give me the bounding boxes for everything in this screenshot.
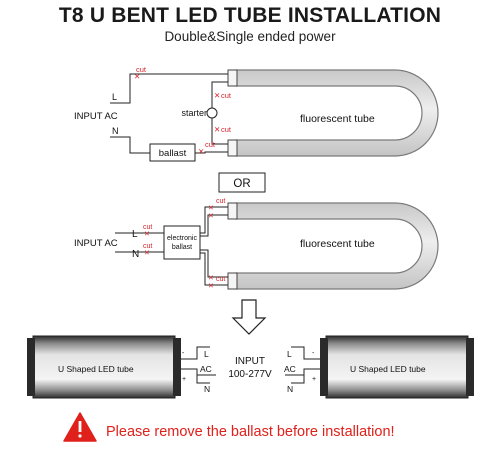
- live-label-left: L: [204, 349, 209, 359]
- cut-marks-1: cut ✕ cut ✕ cut ✕ cut ✕: [134, 65, 232, 156]
- diagram-magnetic-ballast: fluorescent tube balla: [74, 65, 439, 162]
- svg-text:✕: ✕: [144, 250, 150, 257]
- warning-banner: Please remove the ballast before install…: [63, 412, 395, 442]
- led-tube-right: U Shaped LED tube: [311, 335, 474, 399]
- tube-end-cap: [227, 272, 238, 290]
- ballast-line1: electronic: [167, 235, 197, 242]
- minus-label: -: [312, 350, 315, 357]
- neutral-label-2: N: [132, 249, 139, 260]
- live-label-right: L: [287, 349, 292, 359]
- ballast-label: ballast: [159, 148, 187, 159]
- tube-end-cap: [227, 202, 238, 220]
- input-ac-label-2: INPUT AC: [74, 238, 118, 249]
- input-label: INPUT: [235, 356, 265, 367]
- neutral-label-left: N: [204, 384, 210, 394]
- svg-text:✕: ✕: [214, 125, 220, 134]
- tube-label-1: fluorescent tube: [300, 113, 375, 125]
- starter-label: starter: [181, 108, 207, 118]
- neutral-label-1: N: [112, 126, 119, 136]
- electronic-ballast-box: [163, 225, 201, 260]
- cut-label: cut: [216, 276, 225, 283]
- svg-text:✕: ✕: [208, 213, 214, 220]
- svg-text:✕: ✕: [198, 147, 204, 156]
- diagram-electronic-ballast: fluorescent tube electronic ballast INPU…: [74, 198, 439, 290]
- live-label-1: L: [112, 92, 117, 102]
- tube-end-cap: [227, 69, 238, 87]
- ballast-box: [149, 143, 196, 162]
- ballast-line2: ballast: [172, 244, 192, 251]
- cut-label: cut: [221, 125, 232, 134]
- svg-text:✕: ✕: [208, 275, 214, 282]
- down-arrow-icon: [231, 299, 267, 335]
- u-tube-1: [235, 69, 439, 157]
- cut-label: cut: [205, 140, 216, 149]
- svg-text:✕: ✕: [208, 283, 214, 290]
- or-label: OR: [233, 178, 250, 190]
- left-tube-label: U Shaped LED tube: [58, 364, 134, 374]
- plus-label: +: [312, 376, 316, 383]
- svg-text:✕: ✕: [208, 205, 214, 212]
- warning-text: Please remove the ballast before install…: [106, 424, 395, 440]
- or-divider: OR: [218, 172, 266, 193]
- input-ac-label-1: INPUT AC: [74, 111, 118, 122]
- cut-label: cut: [221, 91, 232, 100]
- cut-label: cut: [136, 65, 147, 74]
- starter-icon: [206, 107, 218, 119]
- u-tube-2: [235, 202, 439, 290]
- minus-label: -: [182, 350, 185, 357]
- header: T8 U BENT LED TUBE INSTALLATION Double&S…: [0, 0, 500, 48]
- led-tube-left: U Shaped LED tube: [27, 335, 190, 399]
- tube-label-2: fluorescent tube: [300, 238, 375, 250]
- neutral-label-right: N: [287, 384, 293, 394]
- tube-end-cap: [227, 139, 238, 157]
- svg-text:✕: ✕: [134, 72, 140, 81]
- voltage-label: 100-277V: [228, 369, 272, 380]
- cut-label: cut: [216, 198, 225, 205]
- cut-label: cut: [143, 224, 152, 231]
- ac-label-left: AC: [200, 364, 212, 374]
- right-tube-label: U Shaped LED tube: [350, 364, 426, 374]
- live-label-2: L: [132, 229, 138, 240]
- svg-text:✕: ✕: [214, 91, 220, 100]
- wiring-2: [115, 206, 228, 286]
- plus-label: +: [182, 376, 186, 383]
- bottom-wiring-right: [285, 346, 311, 384]
- svg-text:✕: ✕: [144, 231, 150, 238]
- cut-label: cut: [143, 243, 152, 250]
- page-subtitle: Double&Single ended power: [164, 29, 336, 44]
- page-title: T8 U BENT LED TUBE INSTALLATION: [58, 4, 442, 27]
- bottom-wiring-left: [190, 346, 216, 384]
- cut-marks-2: cut ✕ cut ✕ cut ✕ ✕ cut ✕ ✕: [143, 198, 225, 290]
- ac-label-right: AC: [284, 364, 296, 374]
